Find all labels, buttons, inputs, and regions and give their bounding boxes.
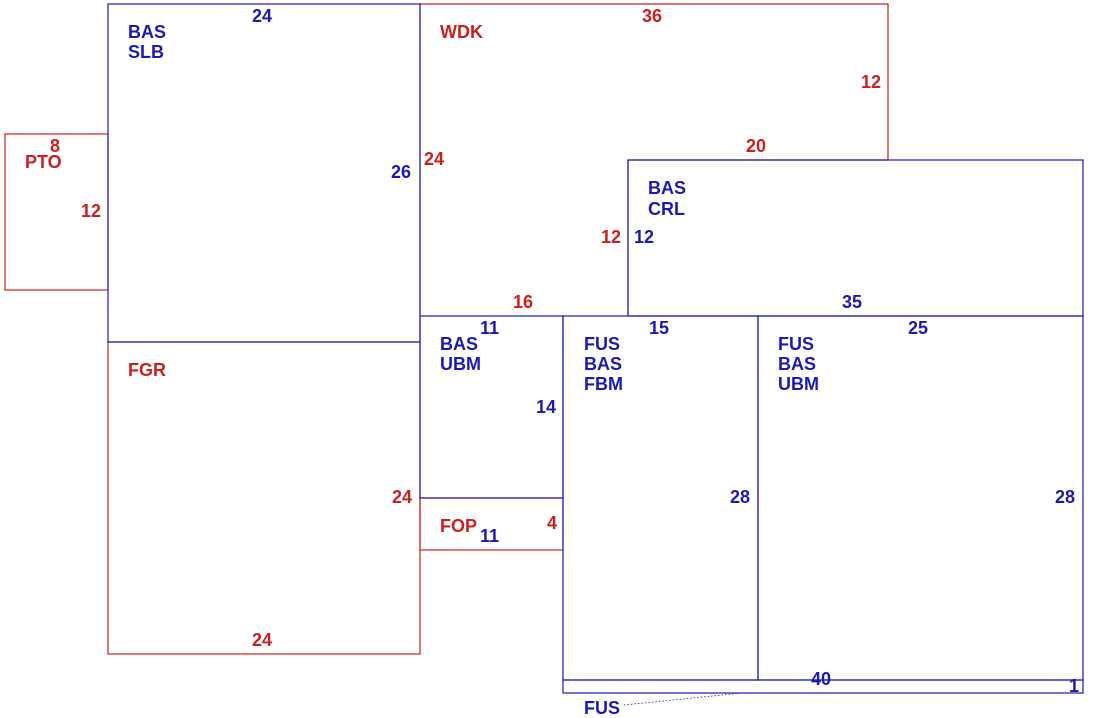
bas-slb-outline bbox=[107, 3, 421, 343]
bas-ubm-small-label-line1: BAS bbox=[440, 334, 478, 354]
fgr-right-dimension: 24 bbox=[392, 487, 412, 507]
bas-ubm-small-top-dimension: 11 bbox=[480, 318, 499, 338]
fus-bas-fbm-label-line2: BAS bbox=[584, 354, 622, 374]
bas-ubm-small-right-dimension: 14 bbox=[536, 397, 556, 417]
bas-crl-left-dimension: 12 bbox=[634, 227, 654, 247]
fgr-bottom-dimension: 24 bbox=[252, 630, 272, 650]
bas-slb-top-dimension: 24 bbox=[252, 6, 272, 26]
fus-bas-fbm-label-line1: FUS bbox=[584, 334, 620, 354]
wdk-right-dimension: 12 bbox=[861, 72, 881, 92]
fus-strip-width-dimension: 1 bbox=[1069, 676, 1079, 696]
pto-top-dimension: 8 bbox=[50, 136, 60, 156]
bas-crl-label-line2: CRL bbox=[648, 199, 685, 219]
bas-slb-right-dimension: 26 bbox=[391, 162, 411, 182]
fgr-outline bbox=[107, 341, 421, 655]
fop-label: FOP bbox=[440, 516, 477, 536]
fop-right-dimension: 4 bbox=[547, 513, 557, 533]
fus-bas-fbm-top-dimension: 15 bbox=[649, 318, 669, 338]
wdk-left-lower-dimension: 12 bbox=[601, 227, 621, 247]
fgr-label: FGR bbox=[128, 360, 166, 380]
fus-bas-ubm-label-line3: UBM bbox=[778, 374, 819, 394]
fus-bas-ubm-right-dimension: 28 bbox=[1055, 487, 1075, 507]
fus-strip-label: FUS bbox=[584, 698, 620, 718]
fus-bas-fbm-label-line3: FBM bbox=[584, 374, 623, 394]
wdk-top-dimension: 36 bbox=[642, 6, 662, 26]
wdk-inner-top-dimension: 20 bbox=[746, 136, 766, 156]
fus-bas-ubm-label-line2: BAS bbox=[778, 354, 816, 374]
bas-slb-label-line2: SLB bbox=[128, 42, 164, 62]
bas-ubm-small-label-line2: UBM bbox=[440, 354, 481, 374]
bas-crl-label-line1: BAS bbox=[648, 178, 686, 198]
bas-crl-bottom-dimension: 35 bbox=[842, 292, 862, 312]
pto-right-dimension: 12 bbox=[81, 201, 101, 221]
fus-bas-fbm-right-dimension: 28 bbox=[730, 487, 750, 507]
fus-strip-length-dimension: 40 bbox=[811, 669, 831, 689]
fop-bottom-dimension: 11 bbox=[480, 526, 499, 546]
fus-strip-outline bbox=[562, 679, 1084, 694]
fus-leader-line bbox=[623, 692, 743, 706]
wdk-bottom-dimension: 16 bbox=[513, 292, 533, 312]
wdk-label: WDK bbox=[440, 22, 483, 42]
bas-slb-label-line1: BAS bbox=[128, 22, 166, 42]
wdk-left-dimension: 24 bbox=[424, 149, 444, 169]
pto-label: PTO bbox=[25, 152, 62, 172]
fus-bas-ubm-top-dimension: 25 bbox=[908, 318, 928, 338]
fus-bas-ubm-label-line1: FUS bbox=[778, 334, 814, 354]
